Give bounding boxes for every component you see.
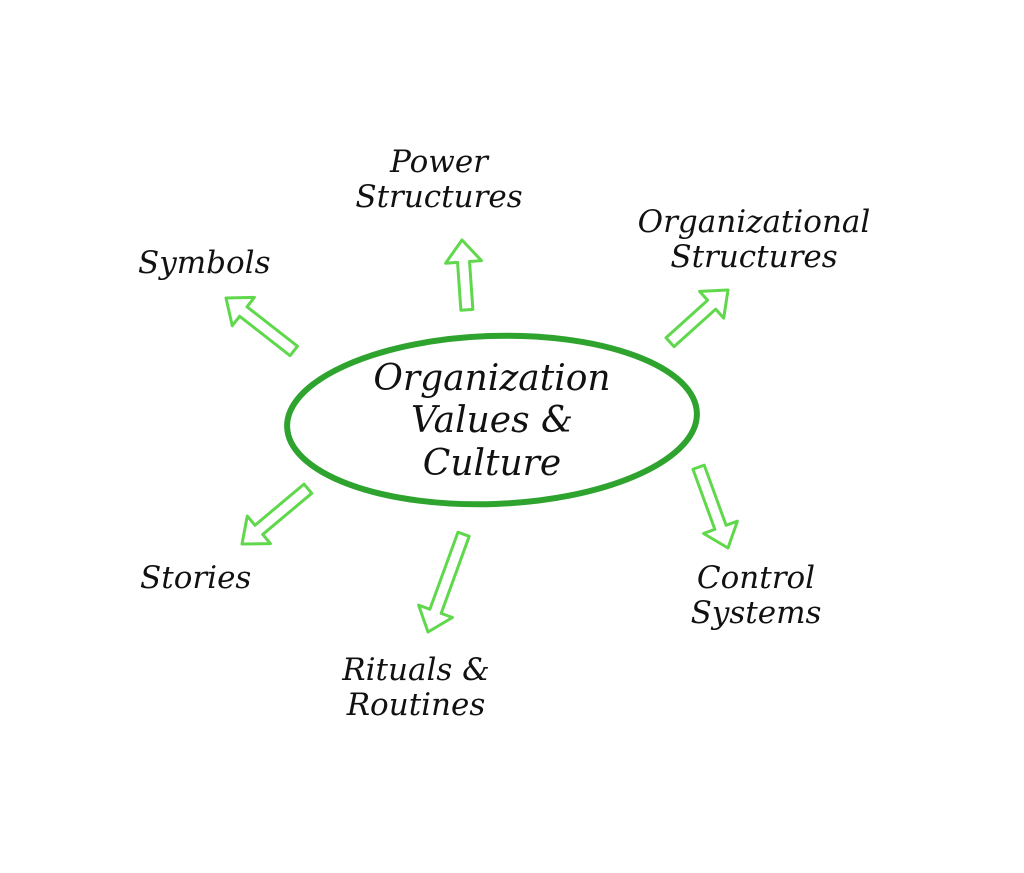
arrow-to-power-structures bbox=[444, 238, 483, 312]
node-organizational-structures-line-2: Structures bbox=[670, 238, 838, 275]
node-control-systems-line-1: Control bbox=[696, 560, 816, 596]
center-label: Organization Values & Culture bbox=[322, 358, 662, 485]
node-control-systems: Control Systems bbox=[676, 561, 836, 630]
node-symbols: Symbols bbox=[138, 246, 270, 281]
arrow-to-symbols bbox=[224, 295, 299, 358]
node-power-structures-line-1: Power bbox=[390, 144, 488, 180]
center-label-line-1: Organization bbox=[373, 358, 611, 399]
node-organizational-structures-line-1: Organizational bbox=[637, 204, 871, 240]
node-organizational-structures: Organizational Structures bbox=[584, 205, 924, 274]
node-power-structures-line-2: Structures bbox=[355, 178, 523, 215]
node-rituals-routines-line-1: Rituals & bbox=[342, 652, 490, 688]
center-label-line-3: Culture bbox=[422, 442, 562, 484]
node-rituals-routines: Rituals & Routines bbox=[318, 653, 514, 722]
arrow-to-rituals-routines bbox=[417, 530, 471, 634]
arrows bbox=[224, 238, 739, 634]
node-rituals-routines-line-2: Routines bbox=[346, 686, 486, 723]
node-symbols-line-1: Symbols bbox=[138, 245, 271, 281]
center-label-line-2: Values & bbox=[410, 400, 574, 442]
arrow-to-control-systems bbox=[691, 463, 739, 550]
arrow-to-organizational-structures bbox=[664, 288, 730, 349]
node-stories: Stories bbox=[140, 561, 251, 596]
center-ellipse bbox=[284, 332, 700, 508]
node-stories-line-1: Stories bbox=[140, 560, 252, 596]
arrow-to-stories bbox=[240, 482, 314, 546]
node-power-structures: Power Structures bbox=[333, 145, 545, 214]
node-control-systems-line-2: Systems bbox=[690, 594, 822, 631]
